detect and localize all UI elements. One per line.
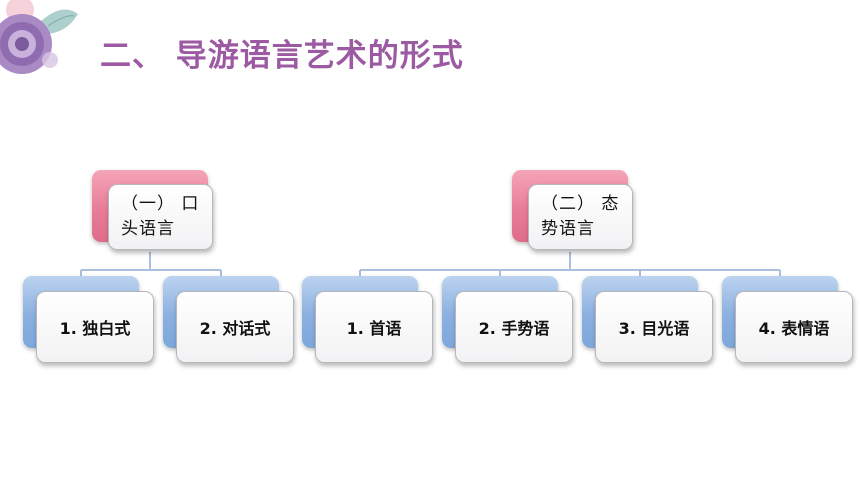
child-node-label: 3. 目光语 [595, 291, 713, 363]
corner-flower-decoration [0, 0, 78, 74]
parent-node-label: （一） 口头语言 [121, 194, 200, 239]
parent-node-box: （一） 口头语言 [108, 184, 213, 250]
child-node-label: 1. 独白式 [36, 291, 154, 363]
child-node-label: 1. 首语 [315, 291, 433, 363]
child-node-label: 2. 手势语 [455, 291, 573, 363]
child-node-label: 2. 对话式 [176, 291, 294, 363]
slide-title: 二、 导游语言艺术的形式 [100, 38, 464, 74]
child-node-label: 4. 表情语 [735, 291, 853, 363]
parent-node-box: （二） 态势语言 [528, 184, 633, 250]
parent-node-label: （二） 态势语言 [541, 194, 620, 239]
